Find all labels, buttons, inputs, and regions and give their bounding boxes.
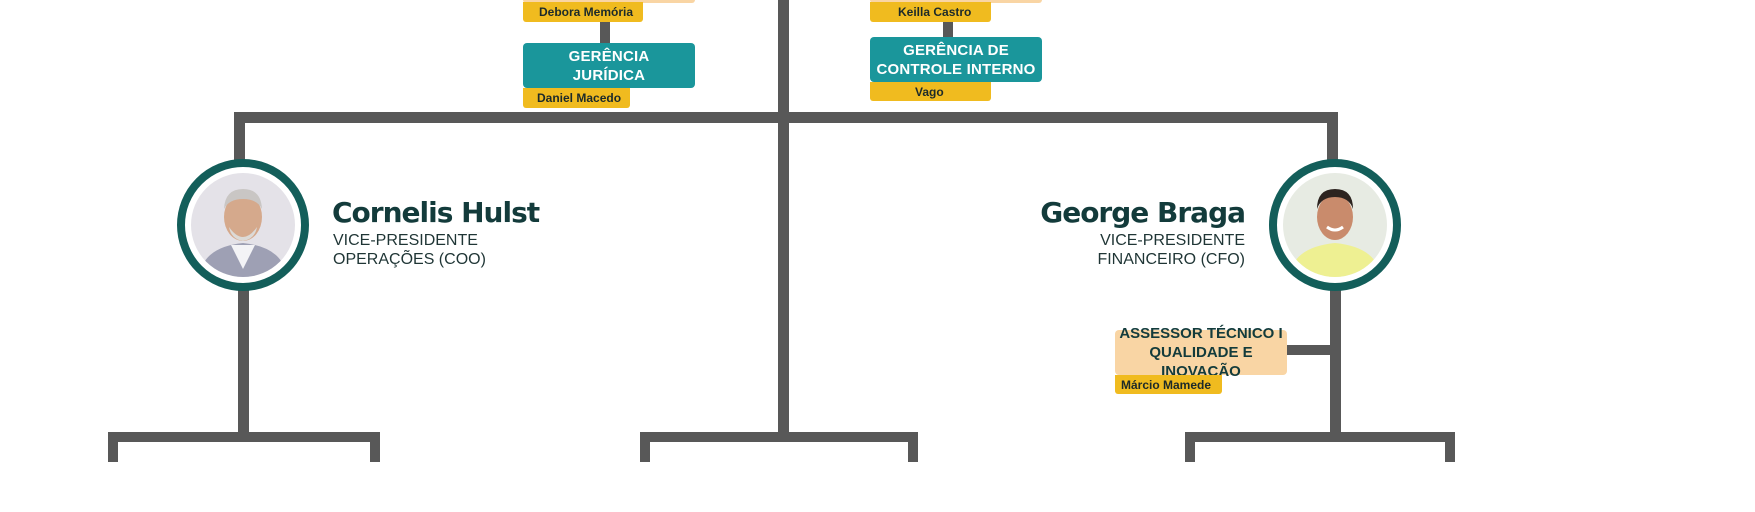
- cfo-avatar: [1283, 173, 1387, 277]
- vp-horizontal-connector: [234, 112, 1338, 123]
- technical-advisor-box: ASSESSOR TÉCNICO I QUALIDADE E INOVAÇÃO: [1115, 325, 1287, 380]
- left-branch-top-box: [523, 0, 695, 3]
- legal-management-title-line1: GERÊNCIA: [568, 47, 650, 65]
- left-branch-top-name-tag: Debora Memória: [523, 2, 643, 22]
- technical-advisor-title-line1: ASSESSOR TÉCNICO I: [1119, 325, 1283, 342]
- right-branch-top-name-tag: Keilla Castro: [870, 2, 991, 22]
- legal-management-name-tag: Daniel Macedo: [523, 88, 630, 108]
- cfo-name: George Braga: [1040, 196, 1246, 229]
- cfo-title-line2: FINANCEIRO (CFO): [1097, 251, 1245, 268]
- coo-drop-connector: [234, 112, 245, 162]
- cfo-down-connector: [1330, 288, 1341, 438]
- left-branch-connector: [600, 20, 610, 45]
- internal-control-management-box: GERÊNCIA DE CONTROLE INTERNO: [870, 37, 1042, 82]
- cfo-bottom-bracket-left: [1185, 432, 1195, 462]
- cfo-photo-frame: [1269, 159, 1401, 291]
- coo-avatar: [191, 173, 295, 277]
- advisor-connector: [1284, 345, 1334, 355]
- coo-bottom-bracket-right: [370, 432, 380, 462]
- main-vertical-connector: [778, 0, 789, 440]
- right-branch-top-box: [870, 0, 1042, 3]
- coo-title-line2: OPERAÇÕES (COO): [333, 251, 486, 268]
- cfo-drop-connector: [1327, 112, 1338, 162]
- coo-bottom-bracket: [108, 432, 380, 442]
- internal-control-title-line1: GERÊNCIA DE: [903, 41, 1009, 59]
- coo-title-line1: VICE-PRESIDENTE: [333, 232, 478, 249]
- cfo-bottom-bracket: [1185, 432, 1455, 442]
- legal-management-title-line2: JURÍDICA: [572, 66, 646, 84]
- right-branch-connector: [943, 20, 953, 38]
- internal-control-title-line2: CONTROLE INTERNO: [876, 60, 1036, 78]
- center-bottom-bracket: [640, 432, 918, 442]
- legal-management-box: GERÊNCIA JURÍDICA: [523, 43, 695, 88]
- technical-advisor-name-tag: Márcio Mamede: [1115, 375, 1222, 394]
- coo-down-connector: [238, 288, 249, 438]
- coo-photo-frame: [177, 159, 309, 291]
- coo-name: Cornelis Hulst: [332, 196, 540, 229]
- center-bottom-bracket-right: [908, 432, 918, 462]
- cfo-title-line1: VICE-PRESIDENTE: [1100, 232, 1245, 249]
- coo-bottom-bracket-left: [108, 432, 118, 462]
- center-bottom-bracket-left: [640, 432, 650, 462]
- cfo-bottom-bracket-right: [1445, 432, 1455, 462]
- internal-control-name-tag: Vago: [870, 82, 991, 101]
